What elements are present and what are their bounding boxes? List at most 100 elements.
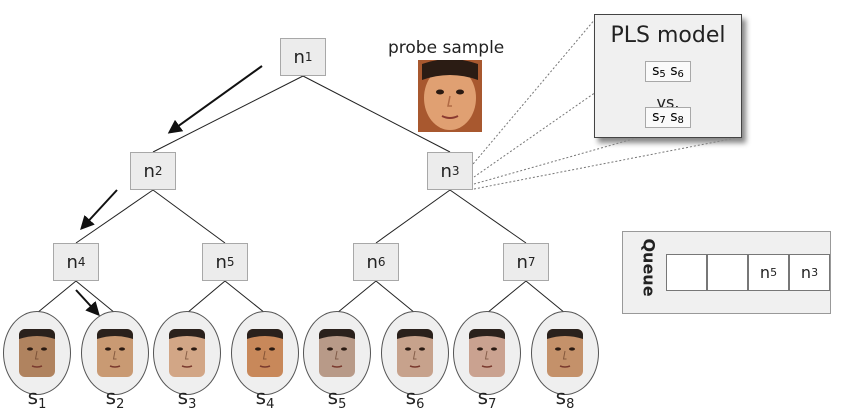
node-n1-label-base: n — [293, 46, 305, 68]
leaf-sample-s7 — [453, 311, 521, 395]
path-arrow-n2-n4 — [80, 189, 118, 231]
node-n3-label-sub: 3 — [451, 164, 460, 178]
leaf-s7-label-sub: 7 — [488, 397, 497, 412]
leaf-label-s8: s8 — [545, 385, 585, 412]
face-image — [469, 329, 505, 377]
pair-top-b: s6 — [670, 63, 684, 80]
leaf-s8-label-base: s — [555, 385, 567, 409]
node-n4-label-sub: 4 — [77, 255, 86, 269]
pls-pair-bottom: s7 s8 — [645, 107, 691, 128]
pair-top-b-base: s — [670, 63, 678, 79]
probe-sample-label: probe sample — [388, 38, 505, 58]
node-n3-label-base: n — [440, 160, 452, 182]
edge-n5-s4 — [224, 280, 266, 314]
pair-bottom-b-sub: 8 — [677, 115, 684, 126]
face-image — [418, 59, 482, 132]
pair-top-a-base: s — [652, 63, 660, 79]
queue-cell-4-label-sub: 3 — [811, 266, 819, 279]
edge-n4-s1 — [36, 280, 77, 314]
callout-line — [473, 136, 641, 185]
callout-line — [473, 91, 597, 178]
leaf-label-s3: s3 — [167, 385, 207, 412]
node-n6-label-base: n — [366, 251, 378, 273]
leaf-label-s2: s2 — [95, 385, 135, 412]
face-image — [97, 329, 133, 377]
leaf-sample-s1 — [3, 311, 71, 395]
edge-n3-n6 — [375, 189, 451, 244]
queue-cell-3-label-base: n — [759, 263, 771, 282]
pair-bottom-b: s8 — [670, 109, 684, 126]
leaf-sample-s6 — [381, 311, 449, 395]
leaf-sample-s4 — [231, 311, 299, 395]
leaf-sample-s8 — [531, 311, 599, 395]
node-n5-label-base: n — [215, 251, 227, 273]
face-image — [169, 329, 205, 377]
edge-n7-s8 — [525, 280, 566, 314]
pls-model-panel: PLS model s5 s6 vs. s7 s8 — [594, 14, 742, 138]
leaf-label-s5: s5 — [317, 385, 357, 412]
leaf-s1-label-base: s — [27, 385, 39, 409]
edge-n5-s3 — [186, 280, 226, 314]
pair-bottom-a-base: s — [652, 109, 660, 125]
leaf-s3-label-sub: 3 — [188, 397, 197, 412]
face-image — [247, 329, 283, 377]
edge-n6-s6 — [375, 280, 416, 314]
leaf-s5-label-base: s — [327, 385, 339, 409]
pair-bottom-a: s7 — [652, 109, 666, 126]
pair-top-a-sub: 5 — [659, 69, 666, 80]
pair-bottom-b-base: s — [670, 109, 678, 125]
path-arrow-n1-n2 — [167, 65, 263, 134]
face-image — [397, 329, 433, 377]
leaf-sample-s5 — [303, 311, 371, 395]
edge-n3-n7 — [449, 189, 527, 244]
node-n6-label-sub: 6 — [377, 255, 386, 269]
face-image — [547, 329, 583, 377]
leaf-s7-label-base: s — [477, 385, 489, 409]
leaf-s4-label-base: s — [255, 385, 267, 409]
path-arrow-n4-s2 — [75, 289, 100, 317]
queue-cell-2 — [707, 254, 748, 291]
queue-cell-3-label-sub: 5 — [770, 266, 778, 279]
leaf-label-s1: s1 — [17, 385, 57, 412]
leaf-label-s6: s6 — [395, 385, 435, 412]
node-n2-label-base: n — [143, 160, 155, 182]
pls-pair-top: s5 s6 — [645, 61, 691, 82]
queue-cell-4-label-base: n — [800, 263, 812, 282]
leaf-label-s7: s7 — [467, 385, 507, 412]
pair-top-b-sub: 6 — [677, 69, 684, 80]
leaf-s2-label-sub: 2 — [116, 397, 125, 412]
leaf-s2-label-base: s — [105, 385, 117, 409]
leaf-s4-label-sub: 4 — [266, 397, 275, 412]
face-image — [319, 329, 355, 377]
leaf-s6-label-sub: 6 — [416, 397, 425, 412]
edge-n6-s5 — [336, 280, 377, 314]
leaf-label-s4: s4 — [245, 385, 285, 412]
edge-n2-n4 — [75, 189, 154, 244]
pls-callout-lines — [467, 17, 742, 190]
search-path-arrows — [75, 65, 263, 317]
callout-line — [473, 136, 742, 190]
callout-line — [467, 17, 597, 171]
leaf-s3-label-base: s — [177, 385, 189, 409]
node-n7-label-sub: 7 — [527, 255, 536, 269]
edge-n2-n5 — [152, 189, 226, 244]
edge-n1-n2 — [152, 75, 304, 153]
pair-top-a: s5 — [652, 63, 666, 80]
queue-title: Queue — [639, 238, 659, 297]
edge-n1-n3 — [302, 75, 451, 153]
probe-sample-face — [418, 59, 482, 132]
queue-cell-1 — [666, 254, 707, 291]
edge-n4-s2 — [75, 280, 116, 314]
leaf-sample-s3 — [153, 311, 221, 395]
leaf-s8-label-sub: 8 — [566, 397, 575, 412]
